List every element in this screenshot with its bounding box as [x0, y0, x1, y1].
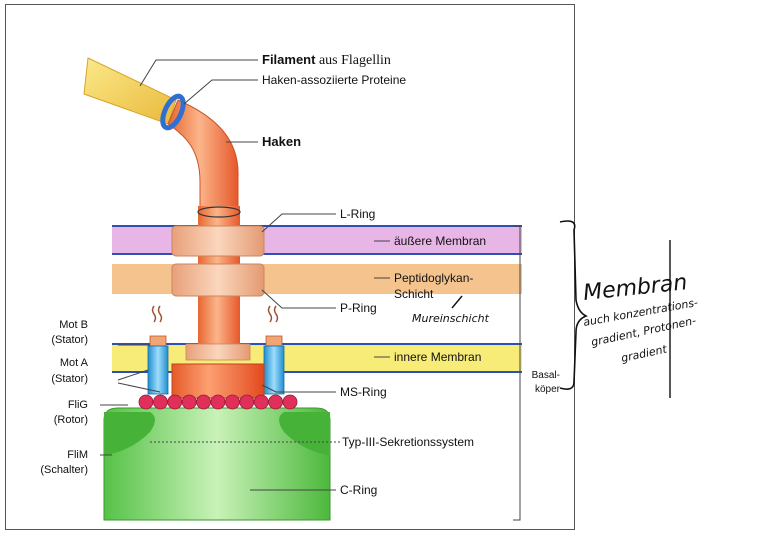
label-l-ring: L-Ring [340, 207, 375, 221]
flig-bead [138, 394, 154, 410]
hook-associated-ring [160, 93, 186, 131]
label-basal-2: köper [535, 384, 561, 395]
hw-slash [451, 295, 463, 309]
flig-bead [196, 394, 212, 410]
flig-bead [152, 394, 168, 410]
label-filament: Filament aus Flagellin [262, 52, 391, 68]
stator-right [263, 305, 285, 395]
label-inner-membrane: innere Membran [394, 350, 481, 364]
leader-lines [100, 59, 390, 491]
flig-bead [253, 394, 269, 410]
label-hook: Haken [262, 134, 301, 149]
label-outer-membrane: äußere Membran [394, 234, 486, 248]
basal-body-bracket [513, 225, 521, 521]
label-flig-1: FliG [68, 399, 88, 411]
label-hook-proteins: Haken-assoziierte Proteine [262, 73, 406, 87]
ms-ring [171, 363, 265, 399]
label-flim-1: FliM [67, 449, 88, 461]
flig-bead [181, 394, 197, 410]
label-flig-2: (Rotor) [54, 414, 88, 426]
flim-right [279, 412, 330, 456]
label-flim-2: (Schalter) [40, 464, 88, 476]
flig-bead [167, 394, 183, 410]
hw-mureinschicht: Mureinschicht [412, 312, 490, 325]
flig-bead [210, 394, 226, 410]
l-ring [171, 225, 265, 257]
rod-top-ring [197, 206, 241, 218]
flig-rotor-beads [138, 394, 298, 410]
flig-bead [239, 394, 255, 410]
flig-bead [282, 394, 298, 410]
p-ring [171, 263, 265, 297]
hw-bracket [559, 220, 588, 390]
label-motb-1: Mot B [59, 319, 88, 331]
flim-left [104, 412, 155, 456]
label-peptidoglycan-1: Peptidoglykan- [394, 271, 473, 285]
label-p-ring: P-Ring [340, 301, 377, 315]
flig-bead [224, 394, 240, 410]
label-motb-2: (Stator) [51, 334, 88, 346]
label-type3: Typ-III-Sekretionssystem [342, 435, 474, 449]
label-ms-ring: MS-Ring [340, 385, 387, 399]
label-basal-1: Basal- [532, 370, 560, 381]
hw-note-3: gradient [620, 342, 669, 364]
label-mota-1: Mot A [60, 357, 89, 369]
flig-bead [268, 394, 284, 410]
label-peptidoglycan-2: Schicht [394, 287, 434, 301]
stator-left [147, 305, 169, 395]
label-c-ring: C-Ring [340, 483, 377, 497]
ms-ring-top [185, 343, 251, 361]
label-mota-2: (Stator) [51, 373, 88, 385]
